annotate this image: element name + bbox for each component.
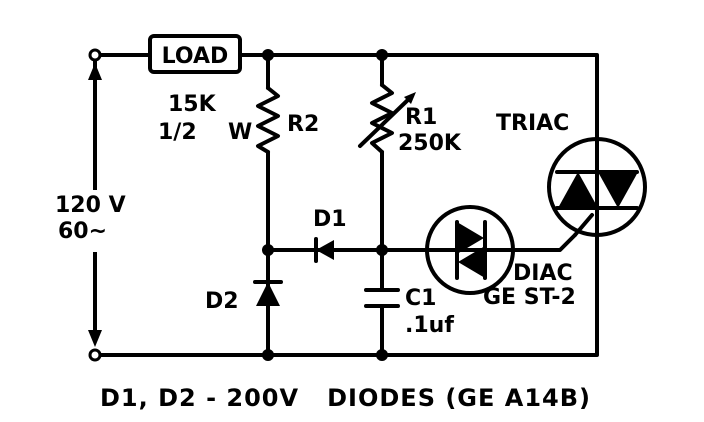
triac-symbol: [547, 133, 647, 242]
diagram-caption: D1, D2 - 200V DIODES (GE A14B): [100, 384, 591, 412]
load-label: LOAD: [162, 44, 229, 69]
diode-d2: [253, 280, 283, 306]
capacitor-c1: [364, 288, 400, 308]
diac-symbol: [425, 205, 515, 295]
d2-label: D2: [205, 289, 239, 314]
resistor-r2: [256, 86, 280, 154]
diac-label: DIAC: [513, 261, 573, 286]
r2-value-label: 15K: [168, 92, 217, 117]
r1-value-label: 250K: [398, 131, 462, 156]
r2-name-label: R2: [287, 112, 319, 137]
load-box: LOAD: [148, 34, 242, 74]
diode-d1: [314, 237, 334, 263]
c1-value-label: .1uf: [405, 313, 454, 338]
variable-resistor-r1: [358, 83, 416, 154]
c1-name-label: C1: [405, 286, 436, 311]
source-voltage-label: 120 V: [55, 193, 126, 218]
ac-source-terminals: [50, 48, 140, 362]
r1-name-label: R1: [405, 105, 437, 130]
r2-power-label: 1/2: [158, 120, 197, 145]
d1-label: D1: [313, 207, 347, 232]
diac-part-label: GE ST-2: [483, 285, 576, 310]
triac-label: TRIAC: [496, 111, 569, 136]
source-frequency-label: 60~: [58, 219, 107, 244]
junction-dots: [262, 49, 388, 361]
r2-power-unit-label: W: [228, 120, 252, 145]
